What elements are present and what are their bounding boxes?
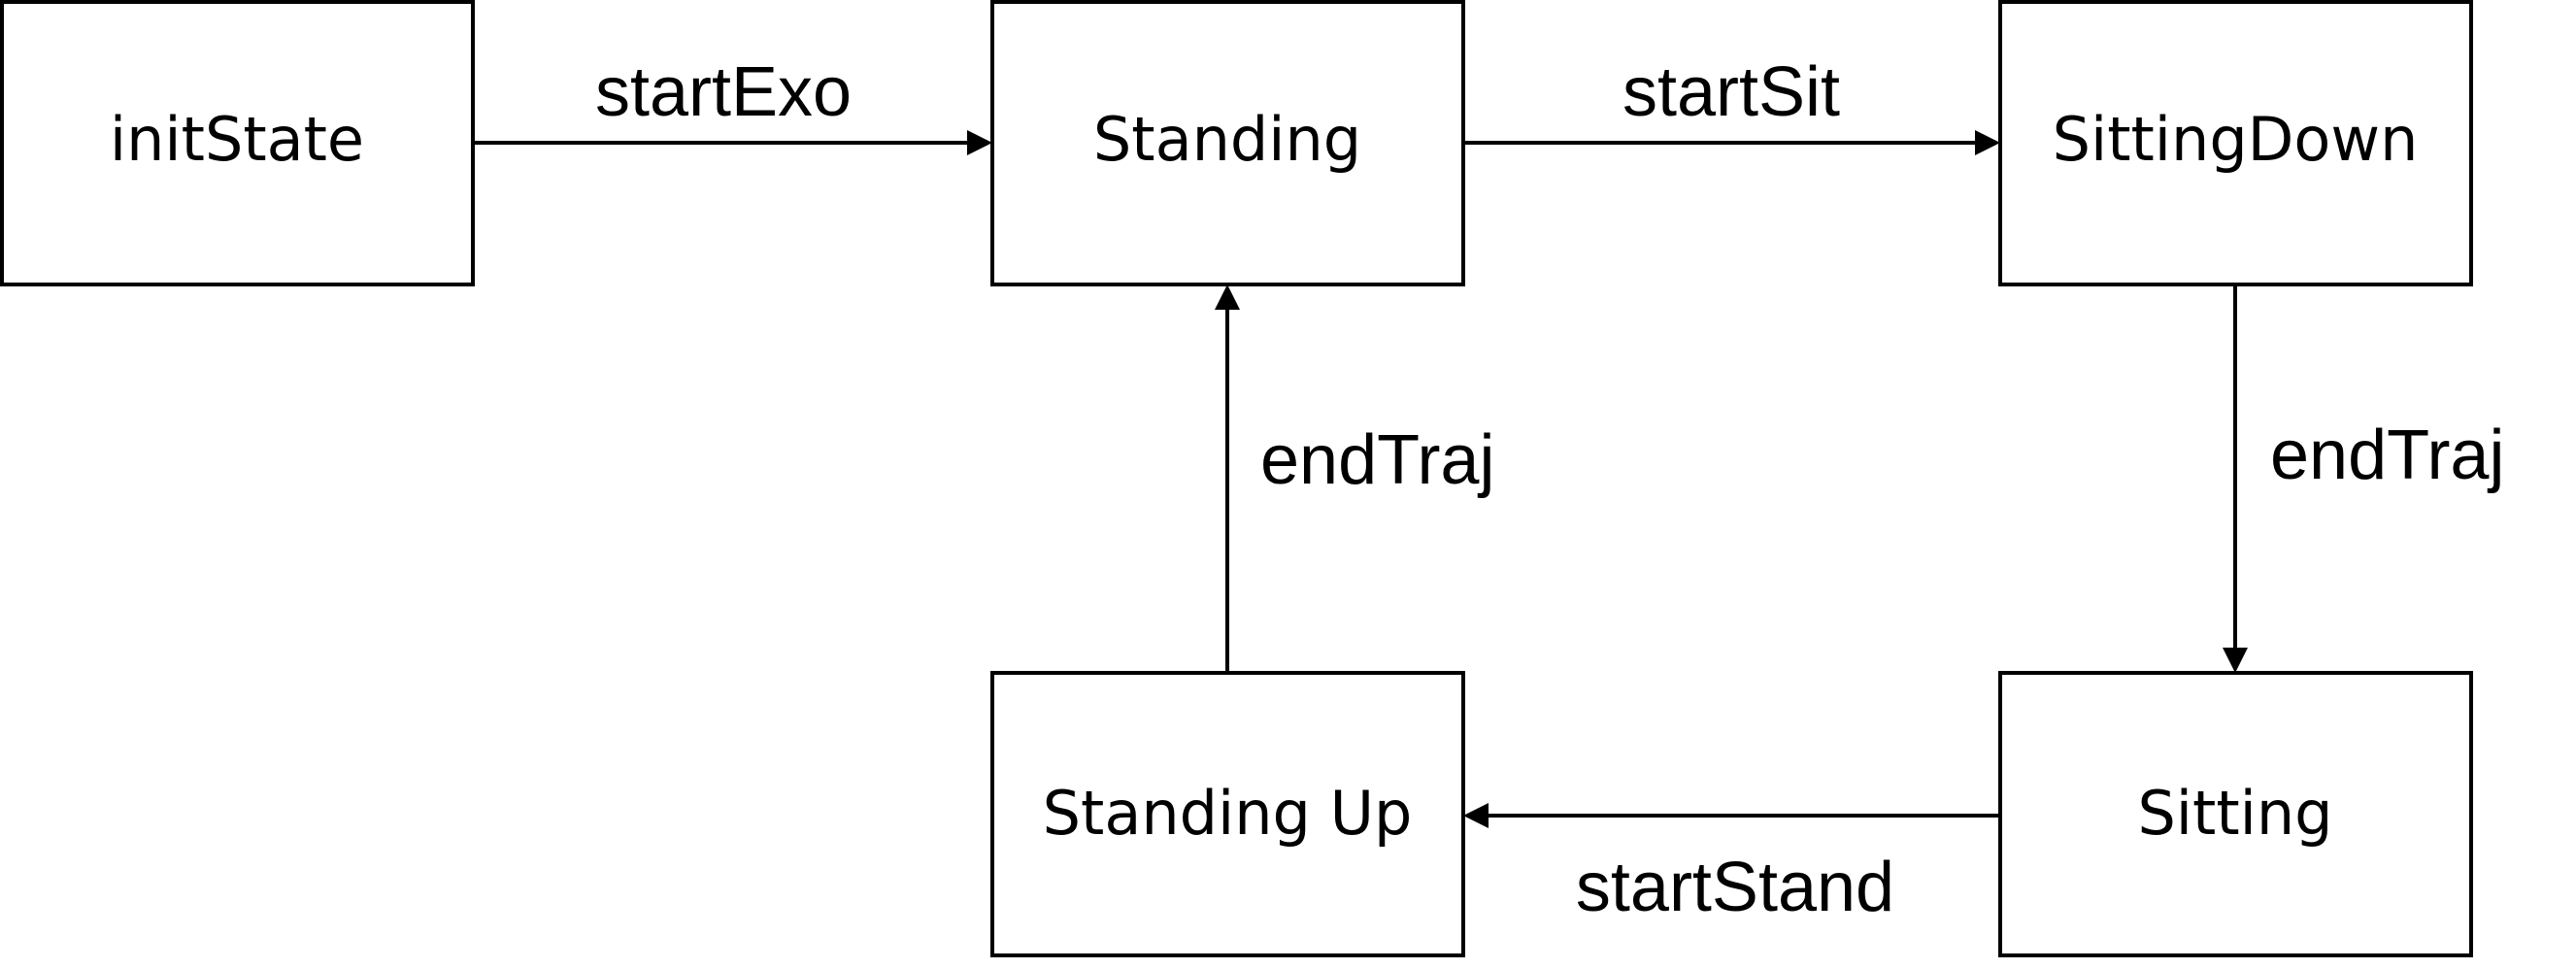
state-standing: Standing bbox=[990, 0, 1465, 286]
state-init-label: initState bbox=[110, 104, 364, 175]
transition-sitting-to-standing-up-label: startStand bbox=[1576, 849, 1894, 926]
transition-sitting-to-standing-up: startStand bbox=[1463, 803, 2000, 926]
state-standing-up-box bbox=[990, 671, 1465, 957]
state-standing-up-label: Standing Up bbox=[1043, 778, 1413, 849]
transition-sitting-down-to-sitting-label: endTraj bbox=[2270, 417, 2504, 494]
transition-standing-to-sitting-down: startSit bbox=[1463, 53, 2000, 155]
transition-standing-up-to-standing-label: endTraj bbox=[1260, 421, 1494, 499]
state-sitting-label: Sitting bbox=[2137, 778, 2332, 849]
state-standing-up: Standing Up bbox=[990, 671, 1465, 957]
transition-standing-to-sitting-down-label: startSit bbox=[1623, 53, 1840, 131]
transition-init-to-standing: startExo bbox=[473, 53, 992, 155]
transition-init-to-standing-arrowhead bbox=[967, 130, 992, 155]
state-standing-box bbox=[990, 0, 1465, 286]
state-sitting-down-label: SittingDown bbox=[2053, 104, 2419, 175]
state-sitting-box bbox=[1998, 671, 2473, 957]
transition-init-to-standing-label: startExo bbox=[595, 53, 852, 131]
state-init-box bbox=[0, 0, 475, 286]
transition-sitting-down-to-sitting-arrowhead bbox=[2223, 648, 2248, 673]
transition-standing-to-sitting-down-arrowhead bbox=[1975, 130, 2000, 155]
state-sitting: Sitting bbox=[1998, 671, 2473, 957]
state-standing-label: Standing bbox=[1093, 104, 1361, 175]
transition-standing-up-to-standing: endTraj bbox=[1215, 284, 1494, 673]
transition-standing-up-to-standing-arrowhead bbox=[1215, 284, 1240, 310]
state-sitting-down: SittingDown bbox=[1998, 0, 2473, 286]
state-init: initState bbox=[0, 0, 475, 286]
transition-sitting-down-to-sitting: endTraj bbox=[2223, 284, 2504, 673]
transition-sitting-to-standing-up-arrowhead bbox=[1463, 803, 1489, 828]
state-sitting-down-box bbox=[1998, 0, 2473, 286]
